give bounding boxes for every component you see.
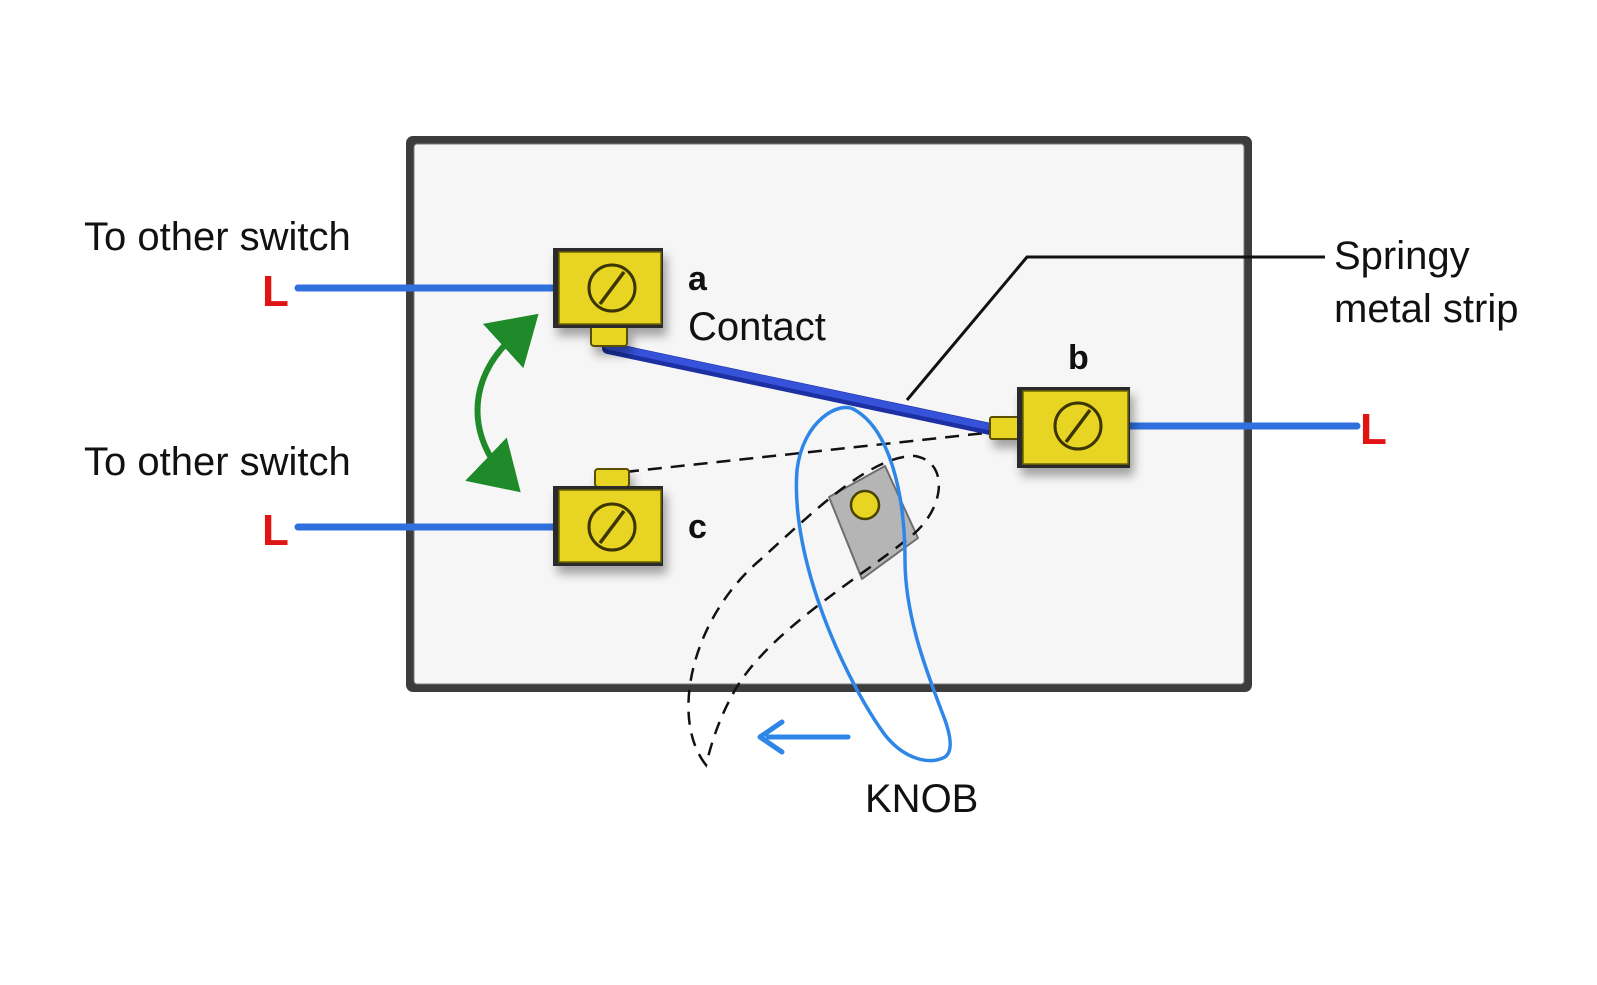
label-terminal-a: a (688, 260, 708, 298)
label-line-a: L (262, 267, 289, 316)
knob-cam (828, 465, 919, 580)
label-line-c: L (262, 506, 289, 555)
strip-alternate-position (624, 430, 996, 474)
terminal-b (989, 387, 1130, 468)
springy-metal-strip (602, 342, 1001, 436)
screw-icon (1053, 401, 1103, 451)
springy-strip-pointer (905, 255, 1325, 401)
label-terminal-b: b (1068, 339, 1089, 377)
rotation-arrow-icon (757, 719, 851, 755)
label-bottom-left: To other switch (84, 440, 351, 484)
label-top-left: To other switch (84, 215, 351, 259)
knob-alternate-outline (687, 454, 940, 768)
knob-outline (794, 405, 952, 763)
screw-icon (587, 502, 637, 552)
terminal-c (553, 468, 663, 566)
label-springy-line1: Springy (1334, 234, 1470, 278)
switch-toggle-double-arrow-icon (465, 313, 539, 493)
terminal-a (553, 248, 663, 347)
label-line-b: L (1360, 405, 1387, 454)
wires (294, 284, 1361, 531)
label-contact: Contact (688, 305, 826, 349)
screw-icon (587, 263, 637, 313)
label-terminal-c: c (688, 508, 707, 546)
label-springy-line2: metal strip (1334, 287, 1519, 331)
label-knob: KNOB (865, 777, 978, 821)
